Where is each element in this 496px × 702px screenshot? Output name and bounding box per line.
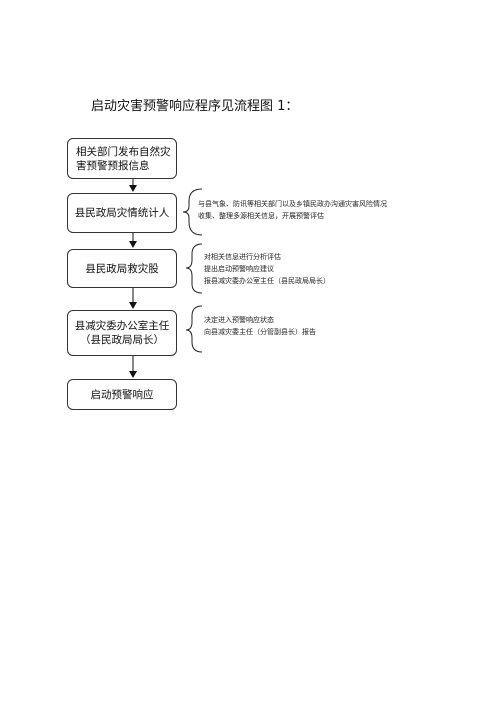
note-line: 报县减灾委办公室主任（县民政局局长） [204, 277, 330, 285]
note-line: 提出启动预警响应建议 [204, 265, 274, 273]
flow-step-label: 启动预警响应 [90, 388, 154, 401]
brace-note2 [185, 243, 203, 294]
flow-step-label: 相关部门发布自然灾 害预警预报信息 [76, 145, 171, 172]
flow-step-relief-section: 县民政局救灾股 [67, 249, 177, 288]
flow-step-start-response: 启动预警响应 [67, 379, 177, 410]
flow-step-label: 县民政局灾情统计人 [74, 207, 170, 219]
note-line: 向县减灾委主任（分管副县长）报告 [204, 328, 316, 336]
brace-note3 [185, 305, 203, 353]
flow-step-warning-info: 相关部门发布自然灾 害预警预报信息 [67, 138, 177, 179]
brace-note1 [182, 188, 203, 236]
flow-step-statistician: 县民政局灾情统计人 [67, 193, 177, 233]
flow-note-3: 决定进入预警响应状态 向县减灾委主任（分管副县长）报告 [204, 314, 316, 338]
page-title: 启动灾害预警响应程序见流程图 1： [91, 99, 299, 114]
flow-step-office-director: 县减灾委办公室主任 （县民政局局长） [67, 310, 177, 356]
flow-step-label: 县民政局救灾股 [85, 262, 159, 275]
flow-note-2: 对相关信息进行分析评估 提出启动预警响应建议 报县减灾委办公室主任（县民政局局长… [204, 251, 330, 287]
note-line: 与县气象、防讯等相关部门以及乡镇民政办沟通灾害风险情况 [198, 200, 387, 208]
flow-note-1: 与县气象、防讯等相关部门以及乡镇民政办沟通灾害风险情况 收集、整理多源相关信息，… [198, 198, 387, 222]
note-line: 决定进入预警响应状态 [204, 316, 274, 324]
note-line: 收集、整理多源相关信息，开展预警评估 [198, 212, 324, 220]
note-line: 对相关信息进行分析评估 [204, 253, 281, 261]
flow-step-label: 县减灾委办公室主任 （县民政局局长） [74, 320, 170, 346]
